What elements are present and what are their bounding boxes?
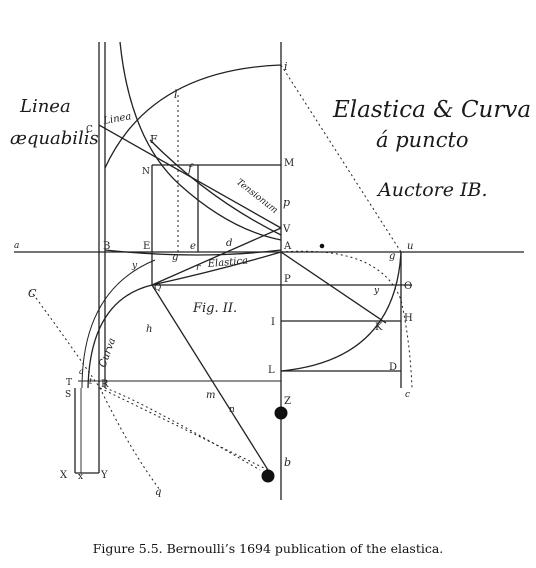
arc-l-i [104,64,282,169]
side-note-line-1: Linea [19,96,71,117]
curve-linea [119,41,282,241]
curve-label-linea: Linea [102,111,133,127]
point-y2: y [373,286,380,296]
dotted-R-m [104,387,261,471]
dotted-i-u [280,64,402,253]
point-u: u [407,241,413,252]
point-Q: Q [154,283,161,293]
point-V: V [282,224,291,235]
point-b: b [284,456,291,469]
point-Z: Z [284,396,291,407]
point-p: p [283,196,290,209]
point-r: r [196,263,201,273]
point-S: S [65,390,71,400]
point-A: A [283,241,292,252]
point-P: P [284,274,291,285]
point-T: T [66,378,72,388]
fig-label: Fig. II. [192,301,237,316]
point-E: E [143,241,150,252]
point-n: n [229,405,235,415]
point-C: C [86,125,93,135]
curve-tensionum [149,139,282,236]
point-d: d [226,238,232,249]
point-L: L [268,365,275,376]
point-y: y [131,261,138,271]
point-D: D [389,362,397,373]
point-q: q [155,487,161,498]
point-N: N [142,167,150,177]
point-a: a [14,241,19,251]
curve-elastica [104,249,282,256]
point-e: e [190,241,196,252]
weight-Z [274,406,288,420]
point-C2: C [28,287,37,300]
point-f: f [187,162,194,175]
point-l: l [174,88,178,101]
point-m: m [206,390,215,401]
point-g: g [172,252,178,263]
point-B: B [103,241,110,252]
line-Q-b [151,284,269,471]
point-h: h [146,324,152,335]
title-line-3: Auctore IB. [376,179,488,201]
line-A-K [280,251,387,324]
dotted-R-b [99,387,269,471]
point-R: R [101,379,109,390]
side-note-line-2: æquabilis [10,128,99,149]
point-F: F [150,133,158,146]
point-H: H [404,313,413,324]
title-line-1: Elastica & Curva [332,97,531,123]
title-line-2: á puncto [376,128,469,152]
point-a2: a [79,367,84,376]
point-x: x [78,472,83,482]
point-t: t [89,377,93,386]
weight-b [261,469,275,483]
arc-L-u [280,251,402,372]
line-Q-V [151,227,282,286]
figure-caption: Figure 5.5. Bernoulli’s 1694 publication… [92,541,444,556]
curve-curva-inner [81,259,156,389]
point-I: I [271,317,275,328]
engraving: Elastica & Curva á puncto Auctore IB. Li… [10,41,531,500]
point-c: c [405,390,410,400]
point-Y: Y [100,470,108,481]
curve-label-curva: Curva [97,337,118,369]
curve-label-elastica: Elastica [206,256,248,271]
dot-A [319,243,325,249]
point-X: X [60,470,68,481]
dotted-arc-right [280,250,413,389]
point-O: O [404,281,412,292]
dotted-arc-left [29,289,161,491]
curve-curva [87,251,282,389]
point-M: M [284,158,294,169]
point-g2: g [389,251,395,262]
point-K: K [375,322,383,333]
curve-label-tensionum: Tensionum [234,177,279,215]
point-i: i [284,60,288,73]
